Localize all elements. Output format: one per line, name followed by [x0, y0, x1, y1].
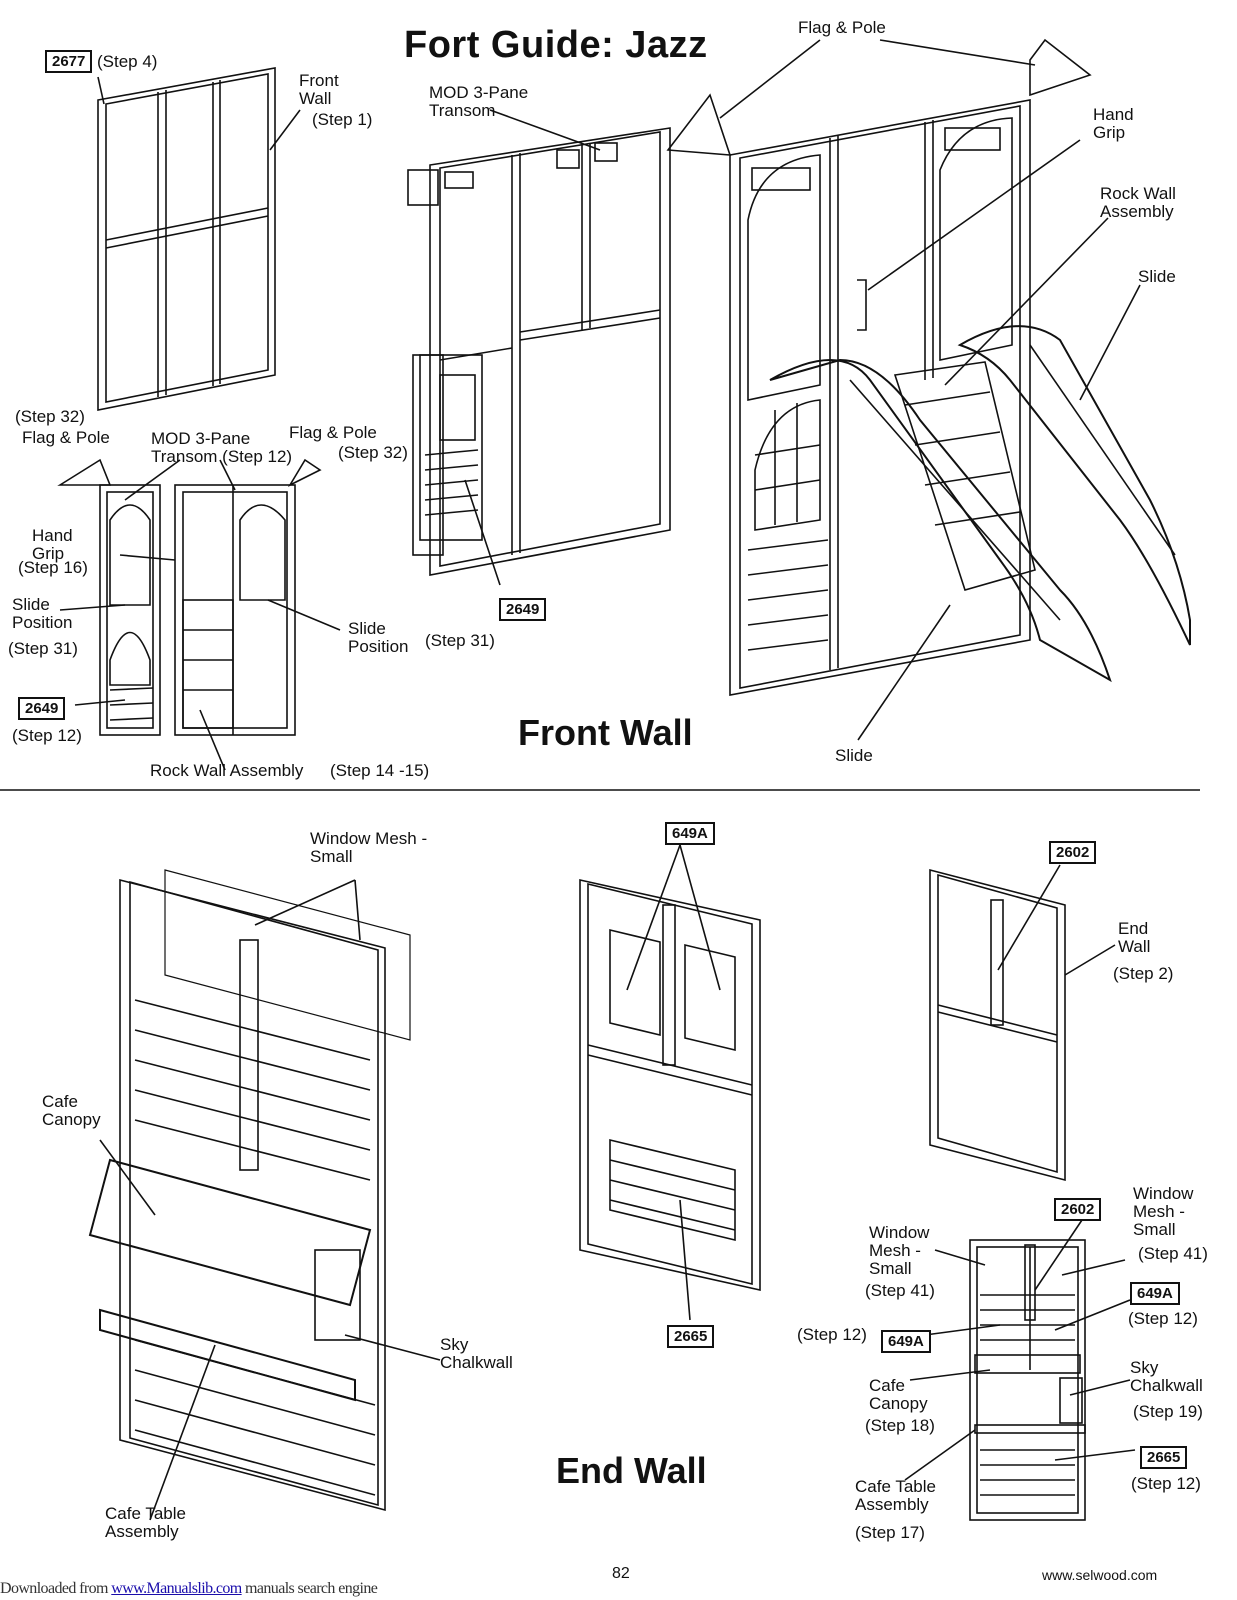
label-slide-position-right-a: Slide — [348, 619, 386, 638]
label-front-wall-b: Wall — [299, 89, 332, 108]
part-2677: 2677 — [45, 50, 93, 73]
part-2665-center: 2665 — [667, 1325, 715, 1348]
label-slide-top: Slide — [1138, 267, 1176, 286]
page-number: 82 — [612, 1565, 630, 1582]
part-649a-top: 649A — [665, 822, 715, 845]
label-flag-pole-top: Flag & Pole — [798, 18, 886, 37]
label-mod-transom-small-b: Transom (Step 12) — [151, 447, 293, 466]
download-notice: Downloaded from www.Manualslib.com manua… — [0, 1580, 378, 1598]
label-step16: (Step 16) — [18, 558, 88, 577]
page-title: Fort Guide: Jazz — [404, 24, 708, 66]
label-hand-grip-small-a: Hand — [32, 526, 73, 545]
section-heading-end-wall: End Wall — [556, 1450, 707, 1491]
label-flag-pole-right: Flag & Pole — [289, 423, 377, 442]
label-cafe-table-small-b: Assembly — [855, 1495, 929, 1514]
part-649a-small-left: 649A — [881, 1330, 931, 1353]
label-slide-position-left-a: Slide — [12, 595, 50, 614]
label-end-wall-a: End — [1118, 919, 1149, 938]
part-2602-small: 2602 — [1054, 1198, 1102, 1221]
label-step14-15: (Step 14 -15) — [330, 761, 430, 780]
manualslib-link[interactable]: www.Manualslib.com — [111, 1580, 242, 1597]
label-step4: (Step 4) — [97, 52, 158, 71]
end-wall-frame-drawing — [929, 868, 1066, 1182]
part-2665-small: 2665 — [1140, 1446, 1188, 1469]
label-cafe-canopy-b: Canopy — [42, 1110, 101, 1129]
center-wall-drawing — [407, 127, 671, 576]
label-sky-chalkwall-b: Chalkwall — [440, 1353, 513, 1372]
label-window-mesh-b: Small — [310, 847, 353, 866]
label-step12-2665: (Step 12) — [1131, 1474, 1201, 1493]
label-hand-grip-b: Grip — [1093, 123, 1126, 142]
label-step41-right: (Step 41) — [1138, 1244, 1208, 1263]
label-cafe-table-b: Assembly — [105, 1522, 179, 1541]
flag-right-drawing — [1029, 38, 1092, 97]
label-mod-transom-a: MOD 3-Pane — [429, 83, 529, 102]
website-text: www.selwood.com — [1042, 1567, 1158, 1583]
label-cafe-canopy-small-a: Cafe — [869, 1376, 905, 1395]
label-step1: (Step 1) — [312, 110, 373, 129]
label-sky-small-b: Chalkwall — [1130, 1376, 1203, 1395]
part-2602-top: 2602 — [1049, 841, 1097, 864]
section-heading-front-wall: Front Wall — [518, 712, 693, 753]
label-front-wall-a: Front — [299, 71, 339, 90]
label-mod-transom-small-a: MOD 3-Pane — [151, 429, 251, 448]
label-sky-small-a: Sky — [1130, 1358, 1159, 1377]
label-slide-position-left-b: Position — [12, 613, 73, 632]
label-end-wall-b: Wall — [1118, 937, 1151, 956]
part-2649-center: 2649 — [499, 598, 547, 621]
label-rock-wall-bottom: Rock Wall Assembly — [150, 761, 304, 780]
label-hand-grip-small-b: Grip — [32, 544, 65, 563]
label-wm-left-b: Mesh - — [869, 1241, 921, 1260]
label-step32-right: (Step 32) — [338, 443, 408, 462]
download-suffix: manuals search engine — [241, 1580, 378, 1597]
label-step12-649a-right: (Step 12) — [1128, 1309, 1198, 1328]
part-649a-small-right: 649A — [1130, 1282, 1180, 1305]
label-rock-wall-b: Assembly — [1100, 202, 1174, 221]
label-wm-left-a: Window — [869, 1223, 930, 1242]
center-end-wall-drawing — [579, 879, 761, 1291]
label-step2: (Step 2) — [1113, 964, 1174, 983]
label-step12-649a-left: (Step 12) — [797, 1325, 867, 1344]
label-hand-grip-a: Hand — [1093, 105, 1134, 124]
front-wall-frame-drawing — [97, 67, 276, 411]
label-wm-left-c: Small — [869, 1259, 912, 1278]
label-step32-left: (Step 32) — [15, 407, 85, 426]
small-front-view-drawing — [57, 458, 322, 736]
label-window-mesh-a: Window Mesh - — [310, 829, 428, 848]
label-slide-bottom: Slide — [835, 746, 873, 765]
label-flag-pole-left: Flag & Pole — [22, 428, 110, 447]
label-slide-position-right-b: Position — [348, 637, 409, 656]
flag-left-drawing — [666, 93, 732, 156]
label-step31-right: (Step 31) — [425, 631, 495, 650]
label-step41-left: (Step 41) — [865, 1281, 935, 1300]
label-cafe-table-a: Cafe Table — [105, 1504, 186, 1523]
front-wall-with-slides-drawing — [729, 99, 1191, 696]
label-sky-chalkwall-a: Sky — [440, 1335, 469, 1354]
label-step31-left: (Step 31) — [8, 639, 78, 658]
label-cafe-canopy-a: Cafe — [42, 1092, 78, 1111]
label-wm-right-c: Small — [1133, 1220, 1176, 1239]
label-step18: (Step 18) — [865, 1416, 935, 1435]
label-cafe-canopy-small-b: Canopy — [869, 1394, 928, 1413]
label-step17: (Step 17) — [855, 1523, 925, 1542]
label-wm-right-b: Mesh - — [1133, 1202, 1185, 1221]
part-2649-left: 2649 — [18, 697, 66, 720]
label-mod-transom-b: Transom — [429, 101, 496, 120]
label-step12-left: (Step 12) — [12, 726, 82, 745]
label-step19: (Step 19) — [1133, 1402, 1203, 1421]
label-rock-wall-a: Rock Wall — [1100, 184, 1176, 203]
cafe-end-wall-drawing — [88, 869, 411, 1512]
label-cafe-table-small-a: Cafe Table — [855, 1477, 936, 1496]
download-prefix: Downloaded from — [0, 1580, 112, 1597]
label-wm-right-a: Window — [1133, 1184, 1194, 1203]
small-end-wall-drawing — [969, 1239, 1086, 1521]
